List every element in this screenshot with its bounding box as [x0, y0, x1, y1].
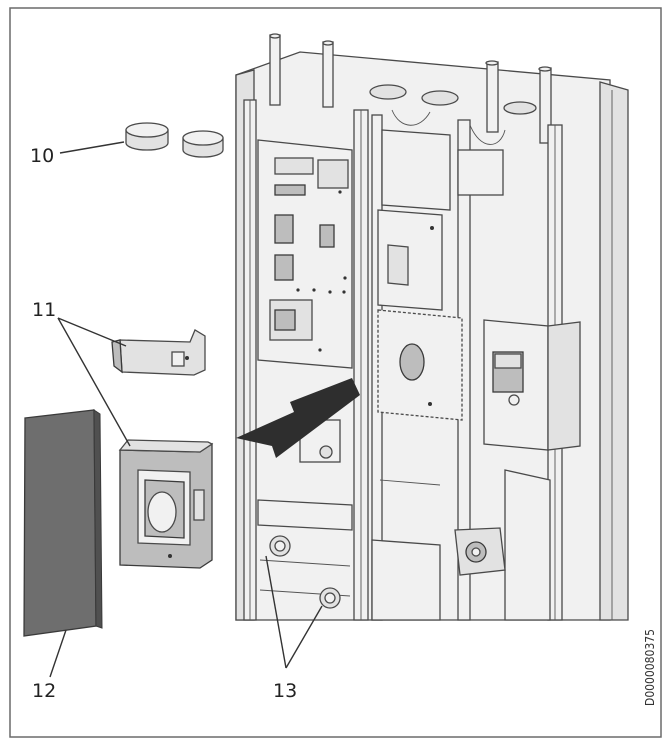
document-id: D0000080375 [643, 629, 657, 706]
cap-parts-10 [125, 122, 224, 158]
callout-12: 12 [32, 680, 56, 702]
cover-plate-12 [23, 409, 103, 637]
callout-10: 10 [30, 145, 54, 167]
appliance-housing [235, 33, 629, 621]
callout-13: 13 [273, 680, 297, 702]
frame-parts-11 [111, 329, 214, 569]
removal-arrow [236, 378, 360, 458]
callout-11: 11 [32, 299, 56, 321]
leader-lines [49, 141, 323, 678]
